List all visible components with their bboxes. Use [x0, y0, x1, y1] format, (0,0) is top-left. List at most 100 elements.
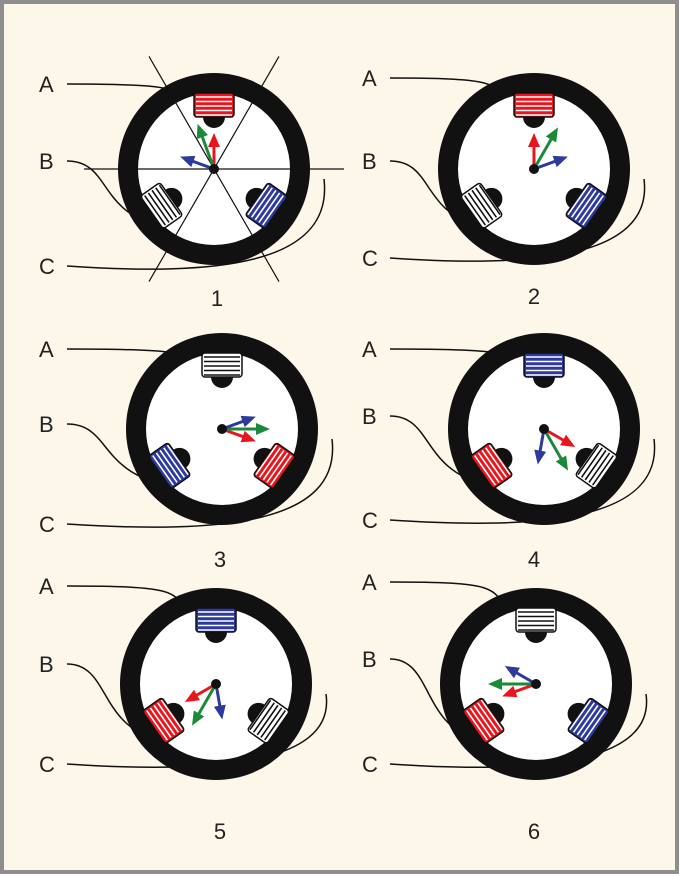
wire-c [66, 438, 334, 528]
coil-0 [523, 352, 565, 388]
coil-winding [481, 449, 504, 481]
coil-winding [160, 699, 183, 731]
field-arrow-red [502, 682, 537, 698]
coil-winding [478, 184, 501, 216]
arrow-head [555, 455, 568, 471]
field-arrow-green [532, 127, 558, 170]
coil-winding [581, 195, 604, 226]
coil-winding [266, 452, 289, 483]
coil-winding [474, 455, 497, 486]
coil-winding [578, 192, 601, 223]
rotor-center [211, 679, 221, 689]
pole-shoe [533, 377, 555, 388]
step-number: 5 [214, 819, 226, 844]
arrow-head [240, 415, 256, 428]
wire-label-a: A [362, 337, 377, 362]
coil-winding [588, 452, 611, 483]
field-arrow-green [222, 423, 270, 435]
coil-winding [570, 187, 593, 218]
wire-label-a: A [39, 337, 54, 362]
pole-shoe [173, 447, 191, 468]
coil-body [142, 697, 185, 744]
coil-body [575, 442, 618, 489]
coil-body [140, 182, 183, 229]
coil-winding [466, 710, 489, 741]
coil-winding [471, 189, 494, 221]
coil-winding [576, 704, 599, 736]
coil-0 [193, 92, 235, 128]
field-arrow-blue [504, 666, 537, 686]
coil-winding [488, 444, 511, 476]
wire-label-a: A [362, 66, 377, 91]
coil-winding [261, 195, 284, 226]
coil-body [245, 182, 288, 229]
coil-winding [263, 710, 286, 741]
coil-1 [253, 442, 296, 489]
arrow-head [552, 155, 568, 168]
pole-shoe [205, 632, 227, 643]
field-arrow-green [192, 683, 218, 726]
coil-winding [577, 444, 600, 476]
arrow-head [180, 155, 196, 168]
field-arrow-blue [213, 683, 226, 720]
coil-2 [575, 442, 618, 489]
coil-body [470, 442, 513, 489]
pole-shoe [165, 187, 183, 208]
step-number: 4 [528, 547, 540, 572]
coil-winding [146, 710, 169, 741]
field-arrow-red [543, 427, 576, 447]
coil-2 [462, 697, 505, 744]
arrow-head [208, 133, 220, 147]
step-number: 6 [528, 819, 540, 844]
coil-winding [250, 187, 273, 218]
field-arrow-blue [221, 415, 256, 431]
coil-winding [584, 449, 607, 481]
coil-winding [149, 707, 172, 738]
wire-label-a: A [39, 574, 54, 599]
rotor-center [529, 164, 539, 174]
coil-winding [567, 184, 590, 216]
arrow-head [192, 710, 205, 726]
step-number: 1 [211, 286, 223, 311]
arrow-head [196, 123, 209, 140]
coil-body [462, 697, 505, 744]
coil-winding [583, 710, 606, 741]
coil-1 [460, 182, 503, 229]
coil-winding [153, 704, 176, 736]
arrow-head [534, 449, 547, 465]
pole-shoe [523, 117, 545, 128]
coil-winding [157, 702, 180, 733]
arrow-head [184, 689, 200, 702]
arrow-head [213, 704, 226, 720]
arrow-head [504, 666, 520, 679]
coil-winding [256, 704, 279, 736]
field-arrow-green [196, 123, 216, 170]
coil-winding [477, 452, 500, 483]
coil-body [247, 697, 290, 744]
coil-winding [258, 192, 281, 223]
coil-winding [473, 704, 496, 736]
pole-shoe [575, 447, 593, 468]
step-number: 3 [214, 547, 226, 572]
coil-winding [477, 702, 500, 733]
coil-0 [513, 92, 555, 128]
coil-winding [163, 447, 186, 478]
coil-body [148, 442, 191, 489]
rotor-center [531, 679, 541, 689]
pole-shoe [211, 377, 233, 388]
wire-label-c: C [362, 752, 378, 777]
coil-2 [140, 182, 183, 229]
pole-shoe [495, 447, 513, 468]
pole-shoe [203, 117, 225, 128]
coil-body [565, 182, 608, 229]
wire-label-b: B [362, 149, 377, 174]
arrow-head [560, 434, 576, 447]
coil-winding [262, 449, 285, 481]
field-arrow-green [488, 678, 536, 690]
rotor-center [539, 424, 549, 434]
